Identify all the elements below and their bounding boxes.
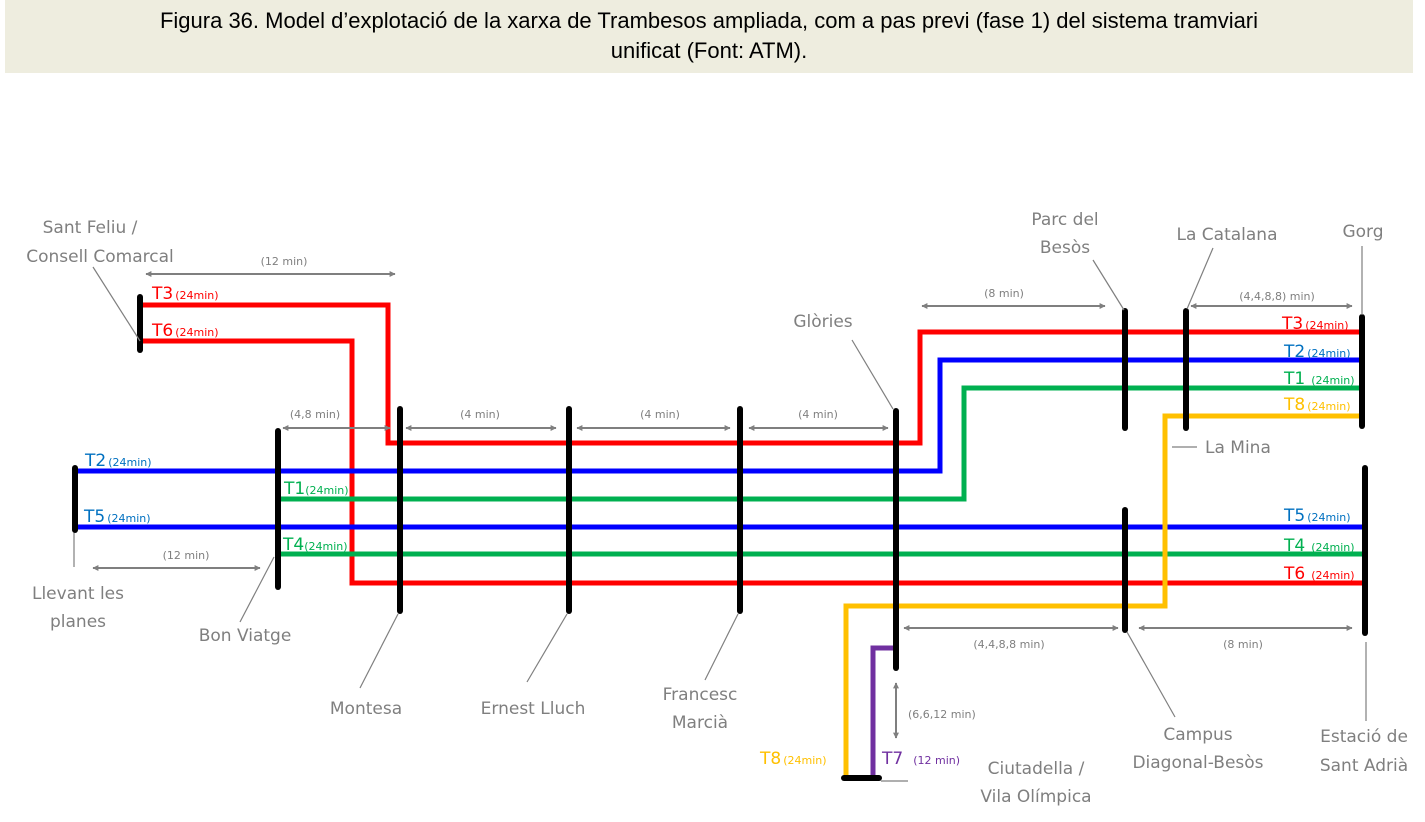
track-t7 xyxy=(870,645,896,778)
line-label-t4-east: T4(24min) xyxy=(1283,536,1355,556)
interval-label: (4,4,8,8 min) xyxy=(973,638,1044,651)
station-ciutadella: Ciutadella / Vila Olímpica xyxy=(980,759,1091,807)
line-label-t2-west: T2(24min) xyxy=(84,451,152,471)
leader-lines xyxy=(73,246,1367,782)
interval-label: (4 min) xyxy=(798,408,838,421)
svg-text:Marcià: Marcià xyxy=(672,713,728,733)
svg-text:T4(24min): T4(24min) xyxy=(282,535,348,555)
station-bon-viatge: Bon Viatge xyxy=(199,626,292,646)
line-label-t6-east: T6(24min) xyxy=(1283,564,1355,584)
station-francesc-macia: Francesc Marcià xyxy=(663,685,738,733)
svg-text:Campus: Campus xyxy=(1163,725,1232,745)
line-label-t5-west: T5(24min) xyxy=(83,507,151,527)
interval-label: (4 min) xyxy=(460,408,500,421)
interval-label: (8 min) xyxy=(1223,638,1263,651)
svg-text:Diagonal-Besòs: Diagonal-Besòs xyxy=(1132,753,1263,773)
station-ernest-lluch: Ernest Lluch xyxy=(481,699,586,719)
line-label-t3-west: T3(24min) xyxy=(151,284,219,304)
svg-text:Estació de: Estació de xyxy=(1320,727,1408,747)
track-t8 xyxy=(843,413,1362,778)
svg-text:T2(24min): T2(24min) xyxy=(1283,342,1351,362)
svg-text:T1(24min): T1(24min) xyxy=(283,479,349,499)
svg-text:Ciutadella /: Ciutadella / xyxy=(988,759,1085,779)
station-glories: Glòries xyxy=(793,312,852,332)
svg-text:Llevant les: Llevant les xyxy=(32,584,124,604)
caption-line-1: Figura 36. Model d’explotació de la xarx… xyxy=(159,8,1259,33)
station-montesa: Montesa xyxy=(330,699,402,719)
line-label-t8-south: T8(24min) xyxy=(759,749,827,769)
station-la-mina: La Mina xyxy=(1205,438,1271,458)
svg-text:T7(12 min): T7(12 min) xyxy=(881,749,960,769)
interval-label: (8 min) xyxy=(984,287,1024,300)
line-label-t7-south: T7(12 min) xyxy=(881,749,960,769)
svg-text:planes: planes xyxy=(50,612,106,632)
svg-text:Francesc: Francesc xyxy=(663,685,738,705)
caption-line-2: unificat (Font: ATM). xyxy=(610,38,808,63)
station-campus: Campus Diagonal-Besòs xyxy=(1132,725,1263,773)
svg-text:T8(24min): T8(24min) xyxy=(759,749,827,769)
track-t6 xyxy=(140,338,1362,586)
svg-text:T3(24min): T3(24min) xyxy=(1281,314,1349,334)
line-label-t3-east: T3(24min) xyxy=(1281,314,1349,334)
line-label-t6-west: T6(24min) xyxy=(151,321,219,341)
station-sant-feliu: Sant Feliu / Consell Comarcal xyxy=(26,218,174,267)
svg-text:T5(24min): T5(24min) xyxy=(83,507,151,527)
svg-text:T2(24min): T2(24min) xyxy=(84,451,152,471)
figure-caption: Figura 36. Model d’explotació de la xarx… xyxy=(5,0,1413,73)
svg-text:Sant Adrià: Sant Adrià xyxy=(1320,756,1408,776)
svg-text:T6(24min): T6(24min) xyxy=(151,321,219,341)
svg-text:T5(24min): T5(24min) xyxy=(1283,506,1351,526)
interval-label: (12 min) xyxy=(163,549,210,562)
line-label-t2-east: T2(24min) xyxy=(1283,342,1351,362)
interval-label: (12 min) xyxy=(261,255,308,268)
svg-text:T6(24min): T6(24min) xyxy=(1283,564,1355,584)
line-label-t8-east: T8(24min) xyxy=(1283,395,1351,415)
svg-text:Besòs: Besòs xyxy=(1040,238,1090,258)
svg-text:T1(24min): T1(24min) xyxy=(1283,369,1355,389)
line-label-t5-east: T5(24min) xyxy=(1283,506,1351,526)
track-t2 xyxy=(75,357,1362,474)
svg-text:T4(24min): T4(24min) xyxy=(1283,536,1355,556)
station-llevant: Llevant les planes xyxy=(32,584,124,632)
line-label-t4-west: T4(24min) xyxy=(282,535,348,555)
station-la-catalana: La Catalana xyxy=(1177,225,1278,245)
svg-text:Sant Feliu /: Sant Feliu / xyxy=(43,218,138,238)
track-t1 xyxy=(280,385,1362,502)
interval-label: (4,4,8,8) min) xyxy=(1239,290,1315,303)
interval-label: (6,6,12 min) xyxy=(908,708,976,721)
line-label-t1-east: T1(24min) xyxy=(1283,369,1355,389)
station-gorg: Gorg xyxy=(1342,222,1383,242)
svg-text:T3(24min): T3(24min) xyxy=(151,284,219,304)
station-parc-besos: Parc del Besòs xyxy=(1031,210,1098,258)
svg-text:Consell Comarcal: Consell Comarcal xyxy=(26,247,174,267)
track-t3 xyxy=(140,302,1362,446)
svg-text:Vila Olímpica: Vila Olímpica xyxy=(980,787,1091,807)
interval-label: (4,8 min) xyxy=(290,408,340,421)
line-label-t1-west: T1(24min) xyxy=(283,479,349,499)
station-sant-adria: Estació de Sant Adrià xyxy=(1320,727,1408,776)
svg-text:Parc del: Parc del xyxy=(1031,210,1098,230)
svg-text:T8(24min): T8(24min) xyxy=(1283,395,1351,415)
interval-label: (4 min) xyxy=(640,408,680,421)
